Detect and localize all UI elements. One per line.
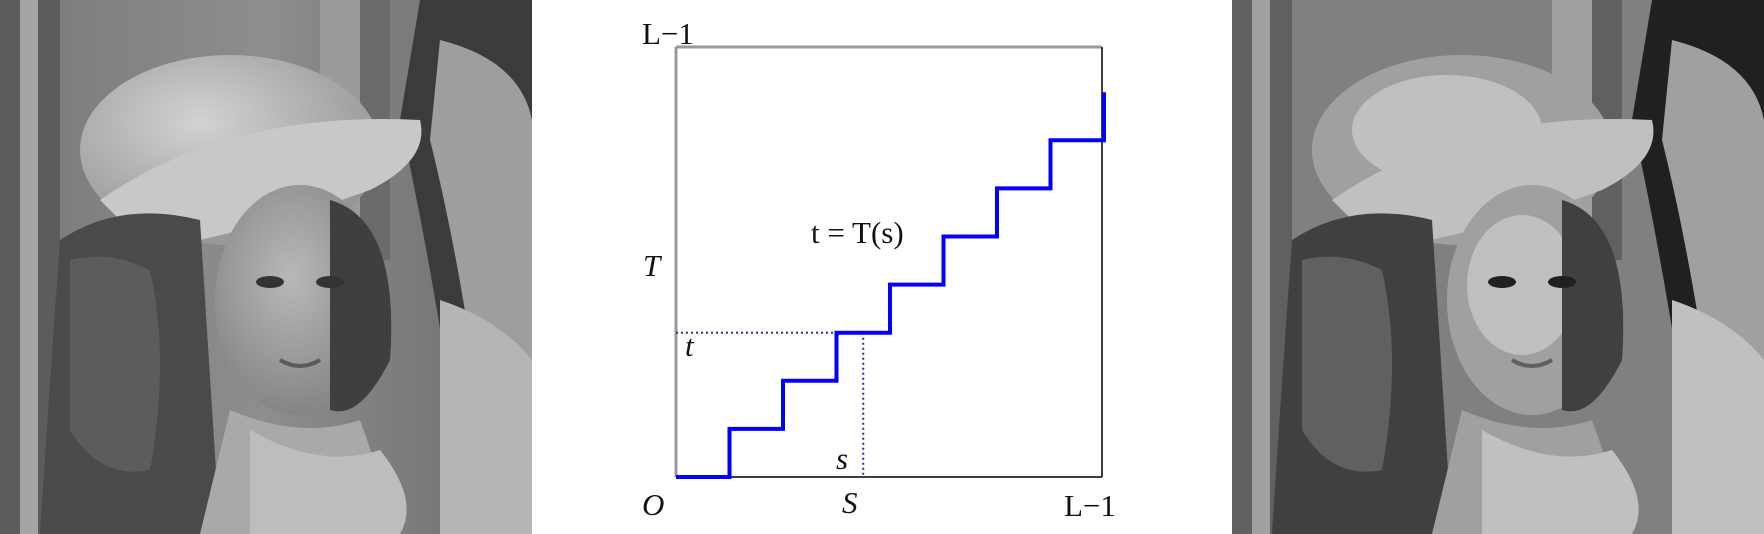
label-t: t — [685, 328, 695, 363]
staircase-curve — [676, 92, 1106, 479]
label-top-left: L−1 — [642, 16, 694, 51]
label-origin: O — [642, 487, 664, 522]
label-function: t = T(s) — [811, 215, 904, 250]
label-T: T — [643, 248, 663, 283]
label-bottom-right: L−1 — [1064, 488, 1116, 523]
transform-diagram: L−1 T t O S L−1 s t = T(s) — [642, 16, 1116, 523]
quantized-image — [1232, 0, 1764, 534]
label-s: s — [836, 441, 848, 476]
label-S-axis: S — [842, 485, 858, 520]
original-image — [0, 0, 532, 534]
